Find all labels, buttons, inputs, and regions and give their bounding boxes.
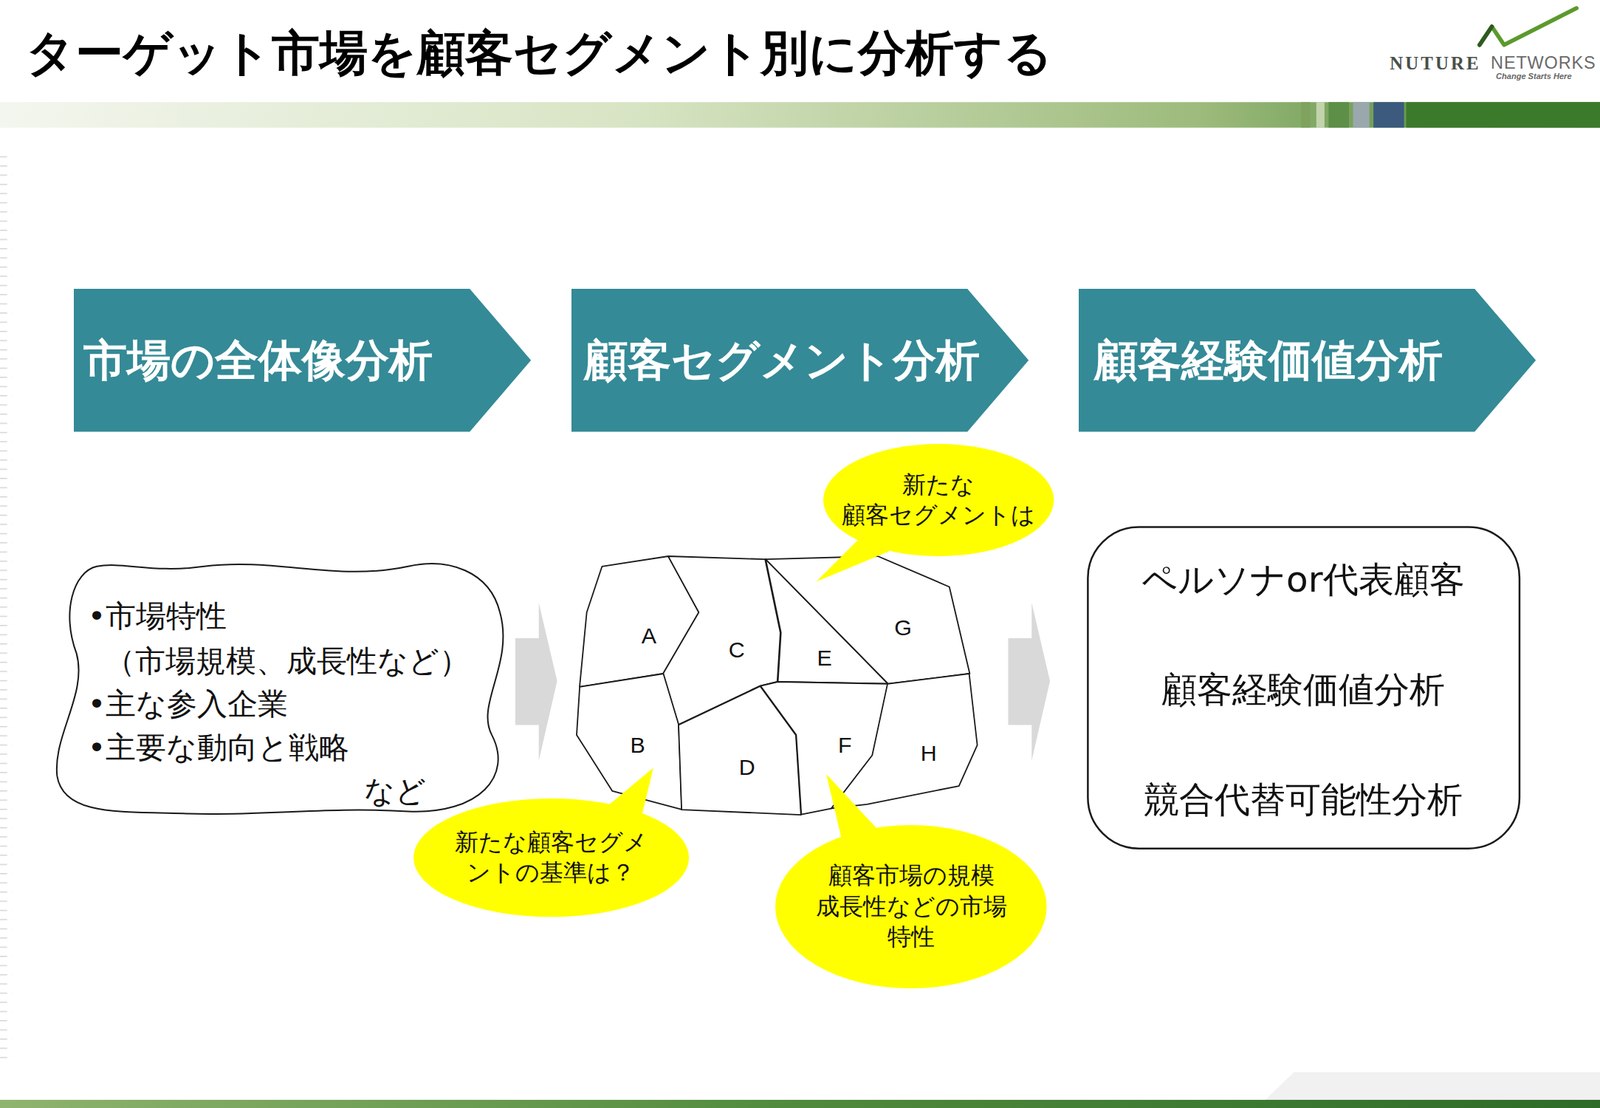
cloud-box: •市場特性（市場規模、成長性など）•主な参入企業•主要な動向と戦略など	[50, 555, 516, 816]
slide-title: ターゲット市場を顧客セグメント別に分析する	[25, 20, 1053, 86]
node-text: D	[739, 752, 756, 782]
logo-check-dark	[1479, 26, 1493, 46]
chevron-step: 顧客経験価値分析	[1078, 288, 1536, 432]
region-shape	[831, 673, 978, 808]
node-outline	[823, 443, 1054, 556]
header-block	[1353, 101, 1370, 128]
footer-band	[0, 1099, 1600, 1108]
ruler-ticks	[0, 152, 13, 1062]
header-block	[1328, 101, 1349, 128]
footer-shade	[1265, 1072, 1600, 1100]
node-text: B	[630, 730, 646, 760]
flow-block-arrow	[515, 602, 558, 761]
node-text: 顧客経験価値分析	[1094, 331, 1443, 389]
chevron-shape	[73, 288, 531, 432]
bubble-shape	[413, 798, 689, 917]
node-text: G	[894, 612, 912, 643]
logo-check	[1479, 8, 1577, 46]
node-text: 顧客セグメント分析	[584, 331, 980, 389]
node-text: 新たな 顧客セグメントは	[829, 469, 1049, 531]
chevron-shape	[571, 288, 1029, 432]
node-text: E	[817, 643, 833, 674]
chevron-step: 市場の全体像分析	[73, 288, 531, 432]
node-text: H	[920, 738, 937, 768]
node-text: •主な参入企業	[87, 684, 288, 725]
segment-region: H	[831, 673, 978, 808]
node-text: （市場規模、成長性など）	[104, 641, 470, 682]
node-text: C	[728, 635, 745, 666]
speech-bubble: 顧客市場の規模 成長性などの市場 特性	[775, 824, 1047, 988]
bubble-shape	[823, 443, 1054, 556]
header-block	[1373, 101, 1404, 128]
node-text: 顧客市場の規模 成長性などの市場 特性	[809, 860, 1012, 952]
header-block	[1300, 101, 1310, 128]
region-shape	[765, 555, 970, 684]
cloud-shape	[56, 563, 504, 814]
segment-region: G	[765, 555, 970, 684]
node-text: 新たな顧客セグメ ントの基準は？	[445, 826, 657, 889]
logo-text: Change Starts Here	[1495, 72, 1572, 81]
bubble-shape	[775, 824, 1047, 988]
header-block	[1316, 101, 1325, 128]
rounded-shape	[1087, 526, 1520, 848]
node-text: 市場の全体像分析	[83, 331, 433, 389]
logo-text: NETWORKS	[1490, 54, 1596, 73]
speech-bubble: 新たな 顧客セグメントは	[823, 443, 1054, 556]
node-outline	[765, 555, 970, 684]
chevron-shape	[1078, 288, 1536, 432]
node-text: 競合代替可能性分析	[1143, 776, 1463, 823]
speech-bubble: 新たな顧客セグメ ントの基準は？	[413, 798, 689, 917]
node-outline	[413, 798, 689, 917]
logo-text: NUTURE	[1389, 53, 1481, 73]
header-block	[1405, 101, 1600, 128]
node-text: F	[838, 730, 853, 760]
node-outline	[831, 673, 978, 808]
chevron-step: 顧客セグメント分析	[571, 288, 1029, 432]
node-text: ペルソナor代表顧客	[1141, 555, 1465, 602]
flow-block-arrow	[1007, 602, 1050, 761]
node-text: •主要な動向と戦略	[87, 728, 350, 768]
node-text: A	[641, 620, 657, 651]
node-text: •市場特性	[87, 596, 227, 637]
header-band	[0, 101, 1600, 128]
rounded-box: ペルソナor代表顧客顧客経験価値分析競合代替可能性分析	[1086, 525, 1521, 850]
node-text: など	[364, 771, 427, 812]
node-text: 顧客経験価値分析	[1161, 665, 1445, 712]
